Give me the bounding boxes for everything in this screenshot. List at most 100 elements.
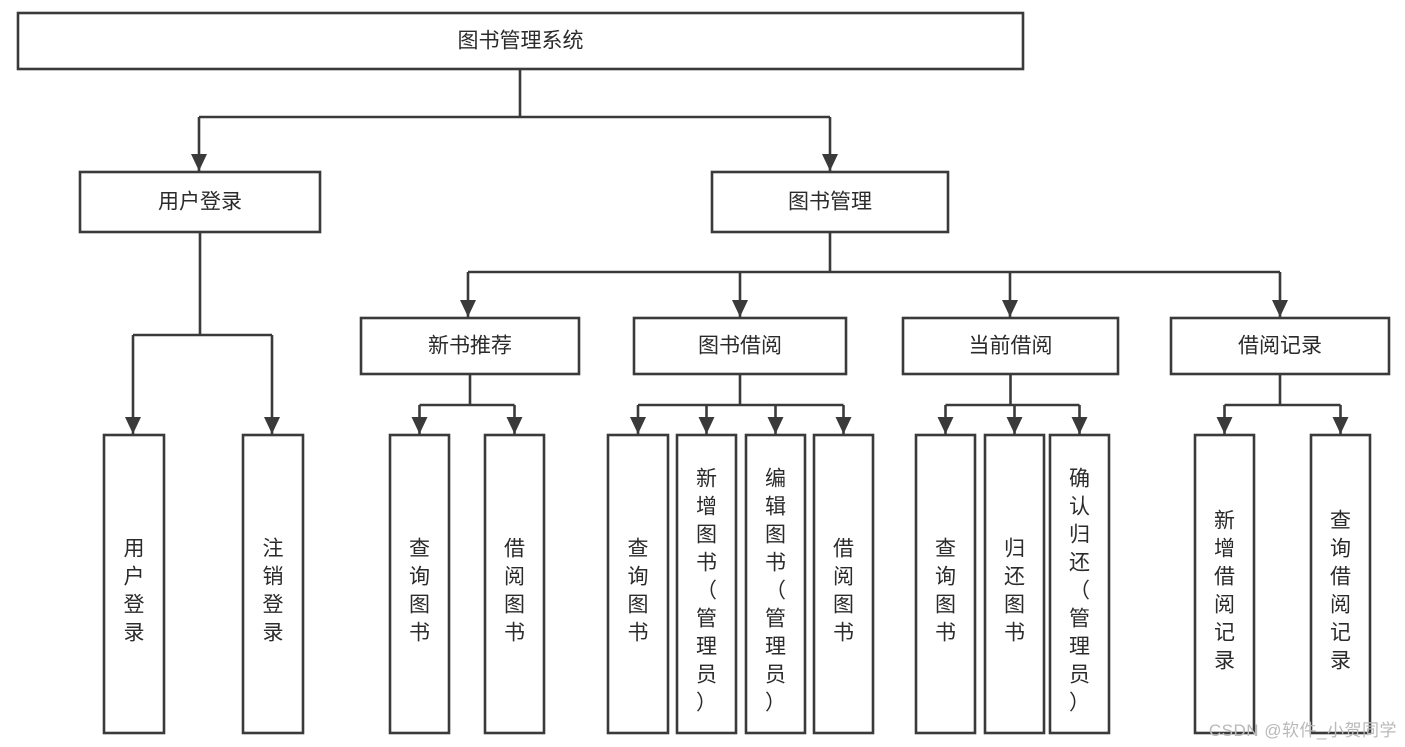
node-box[interactable] [1193, 433, 1256, 735]
arrow-head-icon [698, 417, 715, 434]
node-box[interactable] [388, 433, 451, 735]
node-label-char: 理 [765, 635, 786, 658]
arrow-head-icon [1272, 300, 1288, 317]
arrow-head-icon [1332, 417, 1349, 434]
node-level2-1[interactable]: 图书管理 [710, 170, 950, 234]
node-label-char: 借 [833, 537, 854, 560]
node-label-char: 用 [124, 537, 145, 560]
node-leaf-0[interactable]: 用户登录 [102, 433, 166, 735]
node-box[interactable] [359, 316, 581, 376]
node-label-char: 图 [1004, 593, 1025, 616]
node-box[interactable] [914, 433, 977, 735]
node-label-char: （ [1069, 579, 1090, 602]
node-box[interactable] [16, 11, 1025, 71]
node-label-char: 图 [833, 593, 854, 616]
node-label-char: 录 [124, 621, 145, 644]
node-label-char: 查 [1330, 509, 1351, 532]
node-label-char: 查 [409, 537, 430, 560]
node-level2-0[interactable]: 用户登录 [78, 170, 322, 234]
node-label-char: 书 [696, 551, 717, 574]
node-label-char: 图 [935, 593, 956, 616]
node-box[interactable] [901, 316, 1120, 376]
arrow-head-icon [1216, 417, 1233, 434]
node-label-char: 书 [628, 621, 649, 644]
node-box[interactable] [710, 170, 950, 234]
node-label-char: 阅 [833, 565, 854, 588]
node-label-char: 理 [1069, 635, 1090, 658]
node-label: 新书推荐 [428, 335, 512, 358]
node-label-char: 录 [1330, 649, 1351, 672]
arrow-head-icon [411, 417, 428, 434]
node-label-char: ） [765, 691, 786, 714]
node-label-char: 新 [1214, 509, 1235, 532]
arrow-head-icon [822, 154, 838, 171]
node-label-char: 管 [1069, 607, 1090, 630]
node-label-char: 员 [696, 663, 717, 686]
node-box[interactable] [1048, 433, 1111, 735]
node-box[interactable] [102, 433, 166, 735]
node-box[interactable] [812, 433, 875, 735]
node-root-0[interactable]: 图书管理系统 [16, 11, 1025, 71]
node-label-char: 借 [1330, 565, 1351, 588]
node-box[interactable] [241, 433, 305, 735]
node-level3-3[interactable]: 借阅记录 [1169, 316, 1391, 376]
node-box[interactable] [606, 433, 670, 735]
node-level3-1[interactable]: 图书借阅 [632, 316, 848, 376]
arrow-head-icon [264, 417, 280, 434]
node-box[interactable] [675, 433, 738, 735]
node-label-char: 图 [696, 523, 717, 546]
node-label-char: （ [765, 579, 786, 602]
node-box[interactable] [632, 316, 848, 376]
node-label-char: （ [696, 579, 717, 602]
node-label-char: 阅 [1330, 593, 1351, 616]
node-label-char: 管 [765, 607, 786, 630]
node-label-char: 员 [765, 663, 786, 686]
node-label-char: 借 [504, 537, 525, 560]
node-label-char: 图 [765, 523, 786, 546]
node-box[interactable] [983, 433, 1046, 735]
node-label-char: 书 [833, 621, 854, 644]
arrow-head-icon [732, 300, 748, 317]
node-label-char: ） [696, 691, 717, 714]
node-label-char: 还 [1004, 565, 1025, 588]
node-label: 图书管理 [788, 191, 872, 214]
node-label-char: 登 [263, 593, 284, 616]
node-label-char: ） [1069, 691, 1090, 714]
arrow-head-icon [460, 300, 476, 317]
node-label-char: 询 [1330, 537, 1351, 560]
node-label-char: 查 [628, 537, 649, 560]
node-label-char: 还 [1069, 551, 1090, 574]
node-label-char: 图 [628, 593, 649, 616]
node-label-char: 新 [696, 467, 717, 490]
node-label-char: 登 [124, 593, 145, 616]
node-label-char: 查 [935, 537, 956, 560]
node-box[interactable] [78, 170, 322, 234]
node-box[interactable] [483, 433, 546, 735]
node-level3-2[interactable]: 当前借阅 [901, 316, 1120, 376]
node-layer: 图书管理系统用户登录图书管理新书推荐图书借阅当前借阅借阅记录用户登录注销登录查询… [16, 11, 1391, 735]
node-label-char: 户 [124, 565, 145, 588]
node-box[interactable] [1169, 316, 1391, 376]
node-label-char: 确 [1069, 467, 1090, 490]
node-label-char: 管 [696, 607, 717, 630]
node-box[interactable] [1309, 433, 1372, 735]
node-label-char: 图 [504, 593, 525, 616]
node-box[interactable] [744, 433, 807, 735]
node-level3-0[interactable]: 新书推荐 [359, 316, 581, 376]
node-label-char: 询 [409, 565, 430, 588]
node-label-char: 增 [1214, 537, 1235, 560]
